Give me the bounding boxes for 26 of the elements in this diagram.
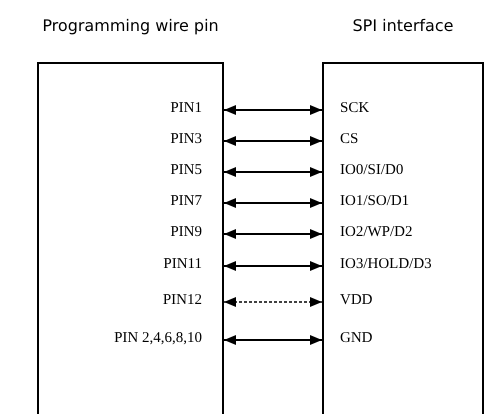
pin-label: PIN9 — [52, 224, 222, 244]
pin-label: PIN11 — [52, 256, 222, 276]
signal-label: IO0/SI/D0 — [324, 162, 474, 182]
arrow — [224, 167, 322, 177]
signal-label: IO1/SO/D1 — [324, 193, 474, 213]
arrow — [224, 229, 322, 239]
pin-label: PIN 2,4,6,8,10 — [52, 330, 222, 350]
pin-label: PIN5 — [52, 162, 222, 182]
signal-label: IO3/HOLD/D3 — [324, 256, 474, 276]
arrow — [224, 136, 322, 146]
pin-label: PIN1 — [52, 100, 222, 120]
block-heading: SPI interface — [352, 16, 454, 35]
signal-label: IO2/WP/D2 — [324, 224, 474, 244]
signal-label: VDD — [324, 292, 474, 312]
signal-label: SCK — [324, 100, 474, 120]
signal-label: CS — [324, 131, 474, 151]
pin-label: PIN7 — [52, 193, 222, 213]
signal-label: GND — [324, 330, 474, 350]
arrow — [224, 297, 322, 307]
block-heading: Programming wire pin — [41, 16, 220, 35]
arrow — [224, 105, 322, 115]
pin-label: PIN3 — [52, 131, 222, 151]
arrow — [224, 198, 322, 208]
arrow — [224, 261, 322, 271]
pin-label: PIN12 — [52, 292, 222, 312]
arrow — [224, 335, 322, 345]
